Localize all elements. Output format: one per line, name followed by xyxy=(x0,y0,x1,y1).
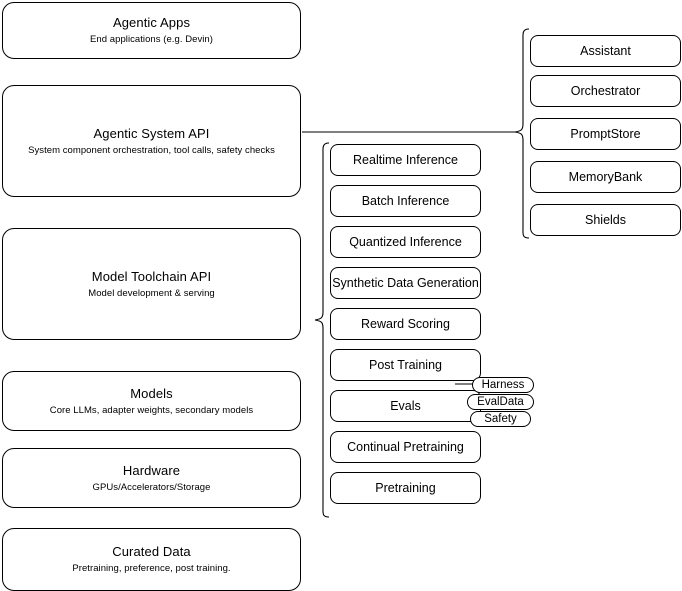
layer-title: Agentic Apps xyxy=(112,15,191,30)
toolchain-item-label: Evals xyxy=(390,398,421,413)
agentic-item-memorybank[interactable]: MemoryBank xyxy=(530,161,681,193)
toolchain-item-batch-inference[interactable]: Batch Inference xyxy=(330,185,481,217)
toolchain-item-label: Post Training xyxy=(369,357,442,372)
layer-subtitle: GPUs/Accelerators/Storage xyxy=(92,481,211,493)
layer-hardware[interactable]: Hardware GPUs/Accelerators/Storage xyxy=(2,448,301,508)
toolchain-item-quantized-inference[interactable]: Quantized Inference xyxy=(330,226,481,258)
agentic-item-label: Orchestrator xyxy=(570,83,641,98)
agentic-item-label: PromptStore xyxy=(570,126,641,141)
toolchain-item-pretraining[interactable]: Pretraining xyxy=(330,472,481,504)
toolchain-item-label: Reward Scoring xyxy=(361,316,450,331)
toolchain-item-post-training[interactable]: Post Training xyxy=(330,349,481,381)
eval-badge-harness[interactable]: Harness xyxy=(472,377,534,393)
layer-agentic-system-api[interactable]: Agentic System API System component orch… xyxy=(2,85,301,197)
toolchain-brace xyxy=(314,142,330,518)
toolchain-item-label: Synthetic Data Generation xyxy=(332,275,479,290)
agentic-item-label: Shields xyxy=(585,212,626,227)
eval-badge-evaldata[interactable]: EvalData xyxy=(467,394,534,410)
agentic-brace xyxy=(514,28,530,239)
agentic-item-label: Assistant xyxy=(580,43,631,58)
layer-agentic-apps[interactable]: Agentic Apps End applications (e.g. Devi… xyxy=(2,2,301,59)
agentic-item-label: MemoryBank xyxy=(568,169,643,184)
toolchain-item-label: Quantized Inference xyxy=(349,234,462,249)
layer-subtitle: Model development & serving xyxy=(88,287,215,299)
eval-badge-safety[interactable]: Safety xyxy=(470,411,531,427)
layer-subtitle: Pretraining, preference, post training. xyxy=(72,563,231,574)
layer-title: Hardware xyxy=(122,462,181,478)
toolchain-item-continual-pretraining[interactable]: Continual Pretraining xyxy=(330,431,481,463)
agentic-item-promptstore[interactable]: PromptStore xyxy=(530,118,681,150)
eval-badge-label: Safety xyxy=(484,413,517,425)
toolchain-item-label: Realtime Inference xyxy=(353,152,458,167)
layer-subtitle: Core LLMs, adapter weights, secondary mo… xyxy=(49,404,254,416)
eval-badge-label: EvalData xyxy=(477,396,524,408)
agentic-item-shields[interactable]: Shields xyxy=(530,204,681,236)
toolchain-item-label: Continual Pretraining xyxy=(347,439,464,454)
layer-title: Model Toolchain API xyxy=(91,268,212,284)
layer-title: Curated Data xyxy=(112,544,191,559)
toolchain-item-realtime-inference[interactable]: Realtime Inference xyxy=(330,144,481,176)
toolchain-item-synthetic-data-generation[interactable]: Synthetic Data Generation xyxy=(330,267,481,299)
agentic-item-orchestrator[interactable]: Orchestrator xyxy=(530,75,681,107)
layer-subtitle: End applications (e.g. Devin) xyxy=(90,34,213,45)
layer-curated-data[interactable]: Curated Data Pretraining, preference, po… xyxy=(2,528,301,591)
layer-title: Agentic System API xyxy=(93,125,210,141)
layer-title: Models xyxy=(130,385,173,401)
layer-models[interactable]: Models Core LLMs, adapter weights, secon… xyxy=(2,371,301,431)
toolchain-item-reward-scoring[interactable]: Reward Scoring xyxy=(330,308,481,340)
toolchain-item-label: Batch Inference xyxy=(361,193,450,208)
toolchain-item-evals[interactable]: Evals xyxy=(330,390,481,422)
agentic-item-assistant[interactable]: Assistant xyxy=(530,35,681,67)
layer-model-toolchain-api[interactable]: Model Toolchain API Model development & … xyxy=(2,228,301,340)
layer-subtitle: System component orchestration, tool cal… xyxy=(28,144,275,156)
toolchain-item-label: Pretraining xyxy=(375,480,436,495)
eval-badge-label: Harness xyxy=(481,379,525,391)
